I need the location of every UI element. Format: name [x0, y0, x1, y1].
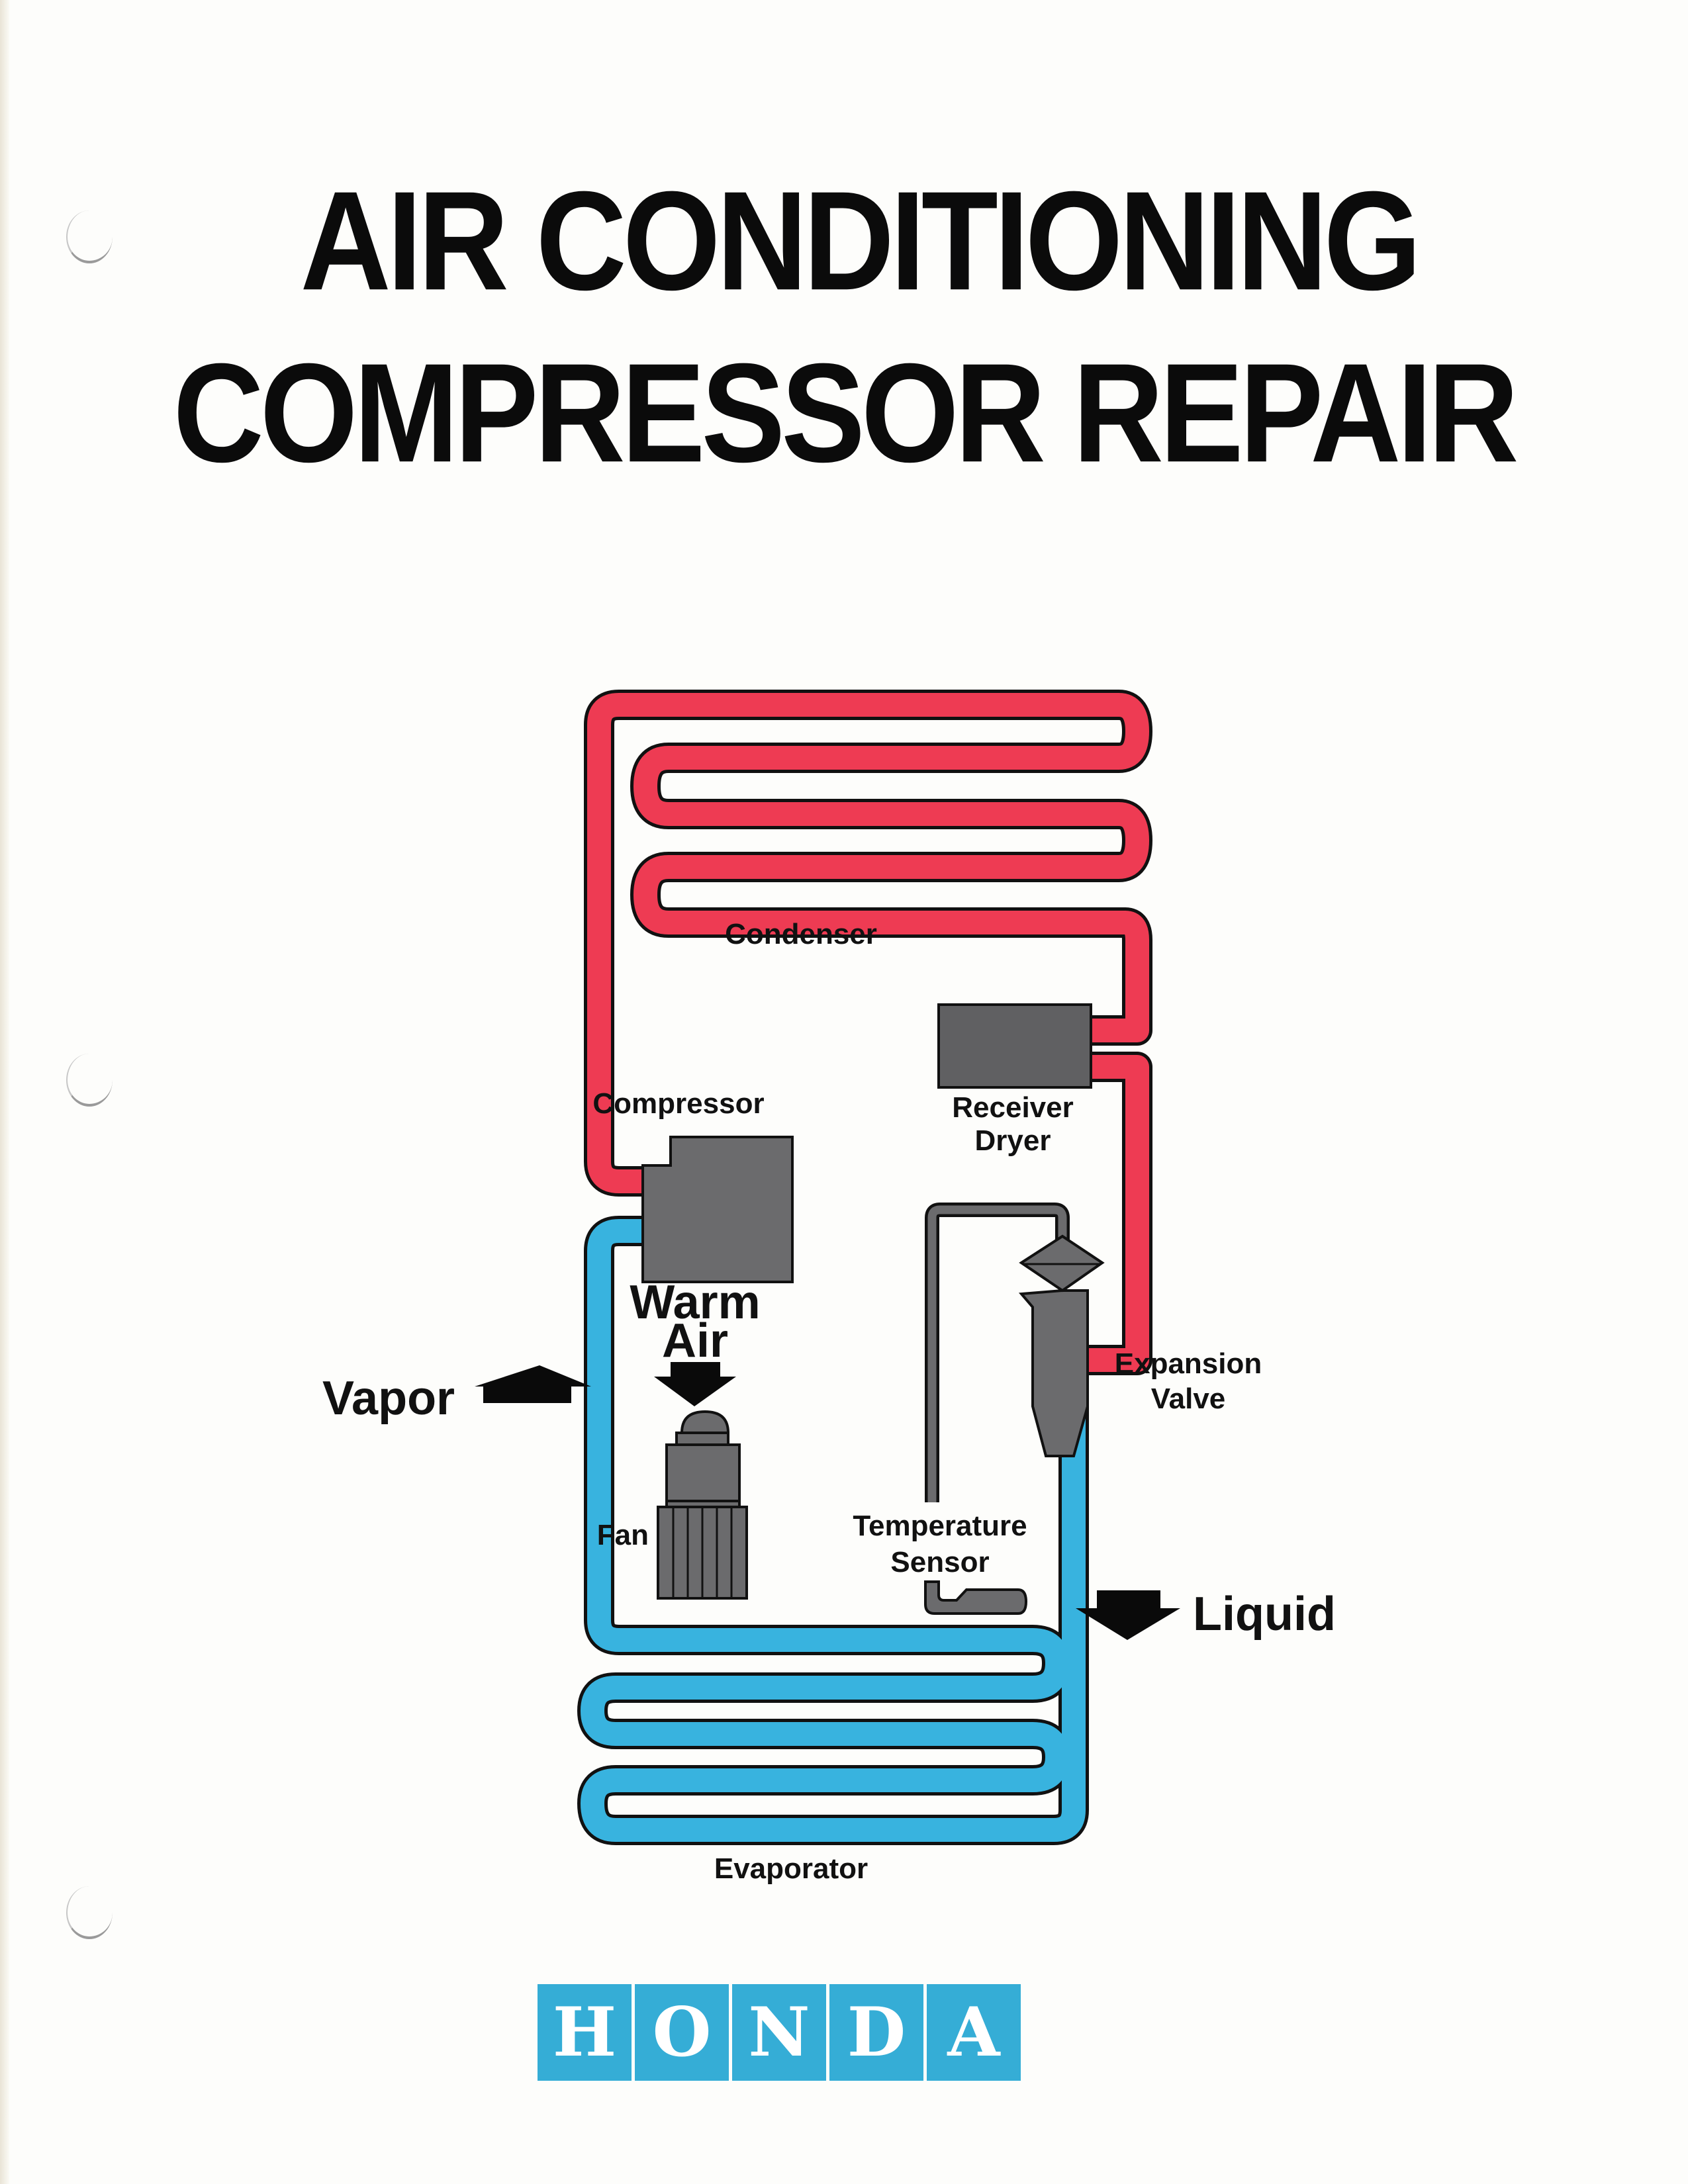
honda-logo-letter: D — [829, 1984, 923, 2081]
warm-air-label-line-2: Air — [662, 1314, 728, 1367]
high-pressure-line — [587, 693, 1149, 1193]
warm-air-label-line-1: Warm — [630, 1276, 760, 1329]
binder-hole-middle — [66, 1054, 113, 1107]
expansion-valve-label-line-2: Valve — [1151, 1383, 1226, 1415]
honda-logo: H O N D A — [538, 1984, 1021, 2081]
evaporator-label: Evaporator — [714, 1852, 868, 1885]
compressor — [641, 1136, 794, 1283]
honda-logo-letter: H — [538, 1984, 632, 2081]
binder-hole-top — [66, 210, 113, 263]
compressor-label: Compressor — [592, 1087, 764, 1120]
binder-hole-bottom — [66, 1886, 113, 1939]
vapor-label: Vapor — [322, 1372, 455, 1425]
fan-motor-collar — [675, 1432, 729, 1446]
temperature-sensor-label-line-1: Temperature — [853, 1510, 1027, 1542]
receiver-dryer-label-line-2: Dryer — [975, 1124, 1051, 1157]
temperature-sensor-bulb — [924, 1580, 1028, 1615]
low-pressure-line — [581, 1219, 1086, 1842]
temperature-sensor-capillary — [925, 1203, 1070, 1502]
warm-air-arrow-icon — [654, 1362, 736, 1406]
liquid-down-arrow-icon — [1076, 1590, 1180, 1640]
liquid-label: Liquid — [1193, 1588, 1336, 1641]
vapor-up-arrow-icon — [475, 1365, 591, 1403]
fan-motor-cap — [680, 1410, 730, 1434]
honda-logo-letter: A — [927, 1984, 1021, 2081]
condenser-label: Condenser — [725, 918, 877, 950]
condenser-coil — [584, 690, 1152, 1197]
expansion-valve-label-line-1: Expansion — [1115, 1347, 1262, 1380]
title-line-1: AIR CONDITIONING — [300, 162, 1422, 320]
fan — [657, 1410, 748, 1600]
honda-logo-letter: N — [732, 1984, 826, 2081]
temperature-sensor-label-line-2: Sensor — [890, 1546, 989, 1578]
receiver-dryer — [937, 1003, 1092, 1089]
page-edge — [0, 0, 9, 2184]
fan-label: Fan — [597, 1519, 649, 1551]
evaporator-coil — [577, 1216, 1089, 1845]
receiver-dryer-label-line-1: Receiver — [952, 1091, 1073, 1124]
fan-motor-body — [665, 1443, 741, 1502]
title-line-2: COMPRESSOR REPAIR — [173, 334, 1519, 492]
honda-logo-letter: O — [635, 1984, 729, 2081]
